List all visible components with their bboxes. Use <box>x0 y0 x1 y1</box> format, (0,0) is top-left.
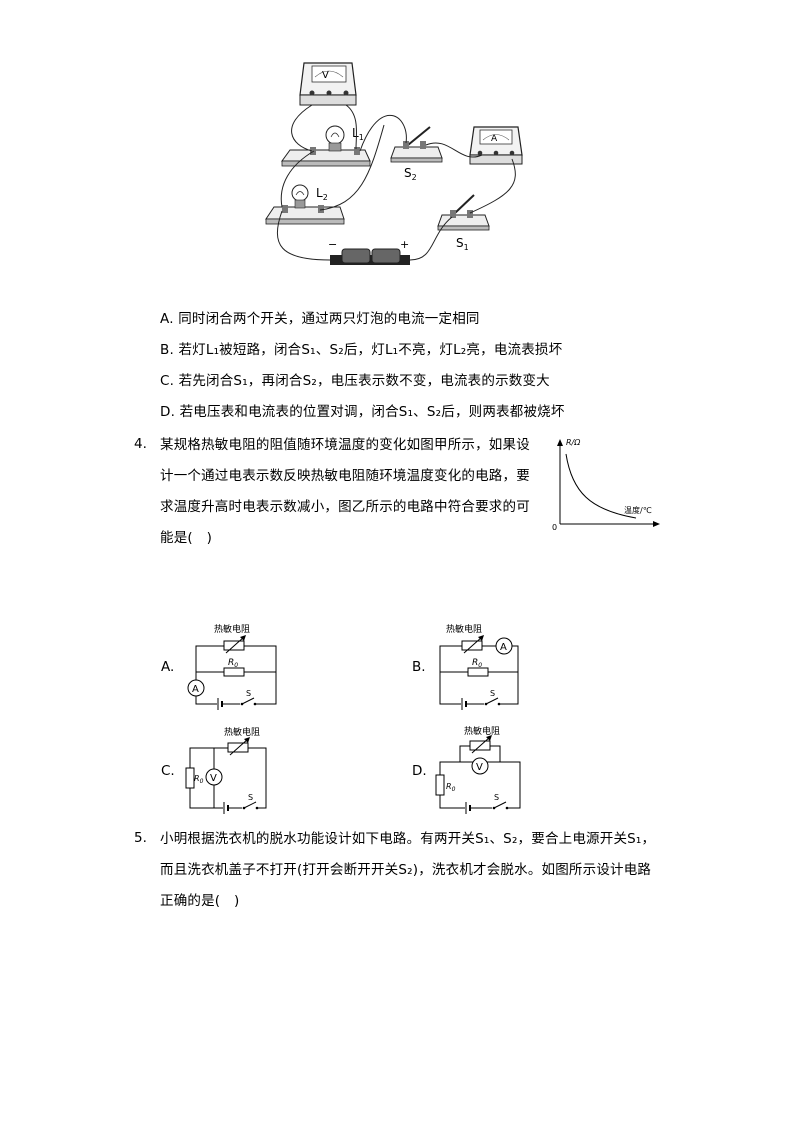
circuit-b-r0: R <box>472 658 478 668</box>
lamp-l2-label: L <box>316 186 323 200</box>
svg-text:L1: L1 <box>352 126 364 142</box>
q3-option-a-label: A. <box>160 311 174 327</box>
circuit-a-thermistor: 热敏电阻 <box>214 623 250 635</box>
q5-line-3: 正确的是( ) <box>160 893 240 909</box>
q4-option-b-label[interactable]: B. <box>412 659 426 675</box>
circuit-b-thermistor: 热敏电阻 <box>446 623 482 635</box>
svg-text:S2: S2 <box>404 166 417 182</box>
q3-option-c-label: C. <box>160 373 175 389</box>
battery-plus: + <box>400 238 409 251</box>
q3-option-c[interactable]: C. 若先闭合S₁，再闭合S₂，电压表示数不变，电流表的示数变大 <box>160 372 550 390</box>
q4-line-3: 求温度升高时电表示数减小，图乙所示的电路中符合要求的可 <box>160 499 530 515</box>
circuit-d-meter: V <box>476 762 483 773</box>
voltmeter-label: V <box>322 70 329 81</box>
voltmeter-device: V <box>299 62 357 106</box>
q3-option-b-label: B. <box>160 342 174 358</box>
q3-option-b[interactable]: B. 若灯L₁被短路，闭合S₁、S₂后，灯L₁不亮，灯L₂亮，电流表损坏 <box>160 341 562 359</box>
circuit-c-switch: S <box>248 793 253 802</box>
q3-option-b-text: 若灯L₁被短路，闭合S₁、S₂后，灯L₁不亮，灯L₂亮，电流表损坏 <box>178 342 563 358</box>
lamp-l1-sub: 1 <box>359 133 364 142</box>
q4-line-1: 某规格热敏电阻的阻值随环境温度的变化如图甲所示，如果设 <box>160 437 530 453</box>
circuit-c-r0-sub: 0 <box>200 778 204 785</box>
switch-s1-sub: 1 <box>464 243 469 252</box>
switch-s2-sub: 2 <box>412 173 417 182</box>
q5-line-2: 而且洗衣机盖子不打开(打开会断开开关S₂)，洗衣机才会脱水。如图所示设计电路 <box>160 862 652 878</box>
circuit-a-meter: A <box>192 684 199 695</box>
svg-text:L2: L2 <box>316 186 328 202</box>
switch-s1-label: S <box>456 236 464 250</box>
circuit-d-r0-sub: 0 <box>452 786 456 793</box>
circuit-c-thermistor: 热敏电阻 <box>224 726 260 738</box>
q5-line-1: 小明根据洗衣机的脱水功能设计如下电路。有两开关S₁、S₂，要合上电源开关S₁， <box>160 831 656 847</box>
circuit-b-r0-sub: 0 <box>478 662 482 669</box>
ammeter-label: A <box>491 134 498 144</box>
svg-text:R0: R0 <box>194 774 204 785</box>
lamp-l1-label: L <box>352 126 359 140</box>
q3-option-d[interactable]: D. 若电压表和电流表的位置对调，闭合S₁、S₂后，则两表都被烧坏 <box>160 403 565 421</box>
lamp-l2-sub: 2 <box>323 193 328 202</box>
circuit-photo-figure: V L1 L2 S2 A <box>265 62 523 265</box>
circuit-b-meter: A <box>500 642 507 653</box>
battery-minus: − <box>328 238 337 251</box>
circuit-b[interactable]: A 热敏电阻 R0 S <box>428 620 538 712</box>
graph-y-arrow <box>557 439 563 446</box>
switch-s2-device: S2 <box>390 126 443 182</box>
circuit-c-meter: V <box>210 773 217 784</box>
q3-option-d-text: 若电压表和电流表的位置对调，闭合S₁、S₂后，则两表都被烧坏 <box>179 404 565 420</box>
q3-option-d-label: D. <box>160 404 176 420</box>
circuit-a-switch: S <box>246 689 251 698</box>
circuit-c[interactable]: V 热敏电阻 R0 S <box>180 722 280 814</box>
graph-ylabel: R/Ω <box>566 438 581 447</box>
graph-x-arrow <box>653 521 660 527</box>
graph-origin: 0 <box>552 523 557 532</box>
thermistor-graph: R/Ω 温度/℃ 0 <box>552 438 660 532</box>
q4-option-c-label[interactable]: C. <box>161 763 175 779</box>
circuit-d-r0: R <box>446 782 452 791</box>
svg-text:S1: S1 <box>456 236 469 252</box>
q4-number: 4. <box>134 436 147 452</box>
q4-line-4: 能是( ) <box>160 530 213 546</box>
q5-number: 5. <box>134 830 147 846</box>
graph-xlabel: 温度/℃ <box>624 505 652 515</box>
svg-text:R0: R0 <box>446 782 456 793</box>
svg-text:R0: R0 <box>472 658 482 669</box>
circuit-d-switch: S <box>494 793 499 802</box>
wires <box>276 104 516 261</box>
q3-option-a[interactable]: A. 同时闭合两个开关，通过两只灯泡的电流一定相同 <box>160 310 480 328</box>
svg-text:R0: R0 <box>228 658 238 669</box>
graph-curve <box>565 453 637 519</box>
q4-option-a-label[interactable]: A. <box>161 659 175 675</box>
circuit-d-thermistor: 热敏电阻 <box>464 725 500 737</box>
circuit-c-r0: R <box>194 774 200 783</box>
lamp-l2-board: L2 <box>265 184 345 225</box>
circuit-a-r0-sub: 0 <box>234 662 238 669</box>
switch-s2-label: S <box>404 166 412 180</box>
q3-option-c-text: 若先闭合S₁，再闭合S₂，电压表示数不变，电流表的示数变大 <box>178 373 550 389</box>
q3-option-a-text: 同时闭合两个开关，通过两只灯泡的电流一定相同 <box>178 311 480 327</box>
ammeter-device: A <box>469 126 523 165</box>
q4-line-2: 计一个通过电表示数反映热敏电阻随环境温度变化的电路，要 <box>160 468 530 484</box>
circuit-a[interactable]: A 热敏电阻 R0 S <box>180 620 290 712</box>
battery-device: − + <box>328 238 410 265</box>
circuit-b-switch: S <box>490 689 495 698</box>
circuit-d[interactable]: V 热敏电阻 R0 S <box>428 722 528 814</box>
q4-option-d-label[interactable]: D. <box>412 763 427 779</box>
switch-s1-device: S1 <box>437 194 490 252</box>
circuit-a-r0: R <box>228 658 234 668</box>
